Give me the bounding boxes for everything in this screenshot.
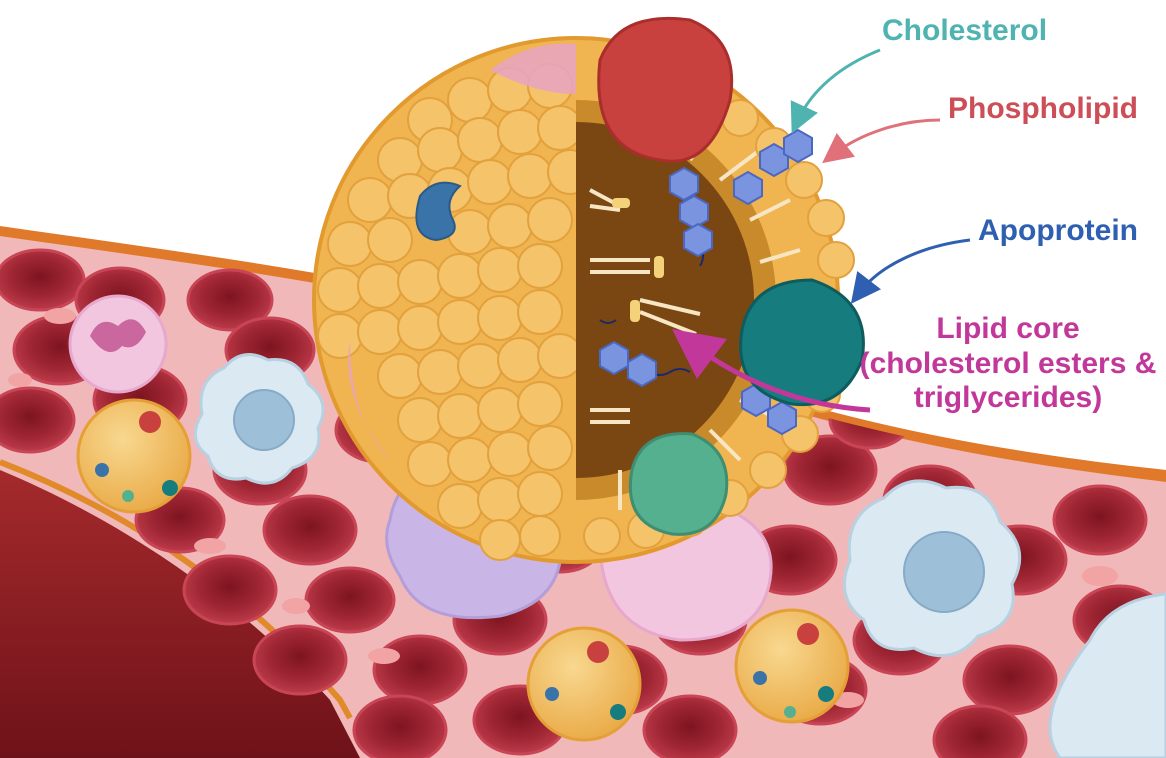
phospholipid-label: Phospholipid xyxy=(948,92,1138,127)
cholesterol-label: Cholesterol xyxy=(882,14,1047,49)
lipid-core-label: Lipid core (cholesterol esters & triglyc… xyxy=(858,312,1158,416)
lipid-core-label-line1: Lipid core xyxy=(858,312,1158,347)
apoprotein-label: Apoprotein xyxy=(978,214,1138,249)
lipid-core-label-line2: (cholesterol esters & xyxy=(858,347,1158,382)
lipid-core-label-line3: triglycerides) xyxy=(858,381,1158,416)
